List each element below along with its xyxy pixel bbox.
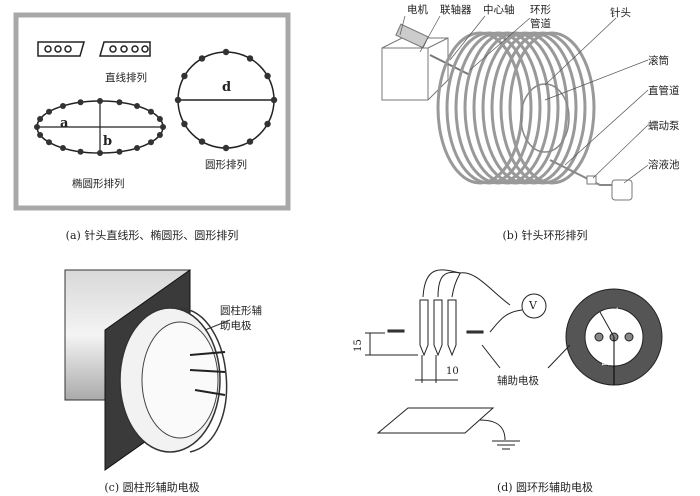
dim-10-label: 10 — [446, 366, 459, 377]
needle-dot — [37, 115, 44, 122]
needle-dot — [59, 102, 66, 109]
circle-arrangement — [174, 48, 278, 152]
needle-dot — [174, 96, 182, 104]
needle-dot — [160, 124, 166, 130]
needle-dot — [198, 138, 206, 145]
needle-dot — [46, 108, 53, 115]
label-reservoir: 溶液池 — [648, 159, 680, 171]
needle-dot — [97, 150, 103, 156]
needle-dot — [222, 48, 230, 56]
caption-c: (c) 圆柱形辅助电极 — [104, 481, 200, 494]
label-drum: 滚筒 — [648, 55, 669, 67]
needle-dot — [181, 120, 188, 128]
pump — [586, 175, 597, 185]
needle-dot — [116, 99, 123, 106]
r45-label: R45 — [602, 347, 613, 367]
needle-dot — [264, 120, 271, 128]
label-needle: 针头 — [610, 7, 631, 19]
label-straight-pipe: 直管道 — [648, 85, 680, 97]
needle-dot — [147, 108, 154, 115]
needle-dot — [156, 115, 163, 122]
needle-dot — [222, 144, 230, 152]
voltmeter-label: V — [529, 299, 537, 312]
electrode-label: 辅助电极 — [497, 375, 539, 387]
axis-d-label: d — [222, 80, 232, 95]
linear-label: 直线排列 — [105, 72, 147, 84]
dim-15-label: 15 — [352, 339, 364, 352]
needle-dot — [37, 132, 44, 139]
ring-pipes — [436, 31, 596, 185]
axis-b-label: b — [103, 134, 113, 149]
circle-label: 圆形排列 — [205, 159, 247, 171]
caption-d: (d) 圆环形辅助电极 — [496, 481, 594, 494]
needle-dot — [77, 99, 84, 106]
needle-dot — [46, 139, 53, 146]
label-ring-pipe-1: 环形 — [530, 4, 551, 16]
needle-dot — [264, 72, 271, 80]
needle-dot — [116, 148, 123, 155]
needle-dot — [246, 138, 254, 145]
axis-a-label: a — [60, 116, 69, 131]
linear-needle-row — [37, 41, 151, 57]
label-coupling: 联轴器 — [440, 4, 472, 16]
caption-b: (b) 针头环形排列 — [502, 229, 588, 242]
label-motor: 电机 — [407, 4, 428, 16]
label-center-shaft: 中心轴 — [483, 4, 515, 16]
needle-dot — [246, 55, 254, 62]
needle-dot — [134, 102, 141, 109]
reservoir — [611, 179, 633, 201]
drum — [520, 83, 570, 153]
voltmeter — [521, 293, 547, 319]
electrode-left — [387, 329, 405, 333]
needle-dot — [270, 96, 278, 104]
label-ring-pipe-2: 管道 — [530, 18, 551, 30]
needle-dot — [147, 139, 154, 146]
collector-plate — [376, 407, 495, 434]
needle-dot — [97, 98, 103, 104]
ellipse-arrangement — [34, 98, 166, 156]
needles — [419, 299, 457, 357]
label-cylinder-1: 圆柱形辅 — [220, 305, 262, 317]
needle-dot — [34, 124, 40, 130]
ellipse-label: 椭圆形排列 — [72, 178, 125, 190]
ring-pipe — [508, 31, 596, 185]
needle-dot — [134, 145, 141, 152]
label-cylinder-2: 助电极 — [220, 320, 252, 332]
needle-dot — [59, 145, 66, 152]
needle-dot — [181, 72, 188, 80]
needle-dot — [198, 55, 206, 62]
caption-a: (a) 针头直线形、椭圆形、圆形排列 — [65, 229, 239, 242]
label-pump: 蠕动泵 — [648, 120, 680, 132]
electrode-right — [466, 330, 484, 334]
needle-dot — [77, 148, 84, 155]
needle-dot — [156, 132, 163, 139]
